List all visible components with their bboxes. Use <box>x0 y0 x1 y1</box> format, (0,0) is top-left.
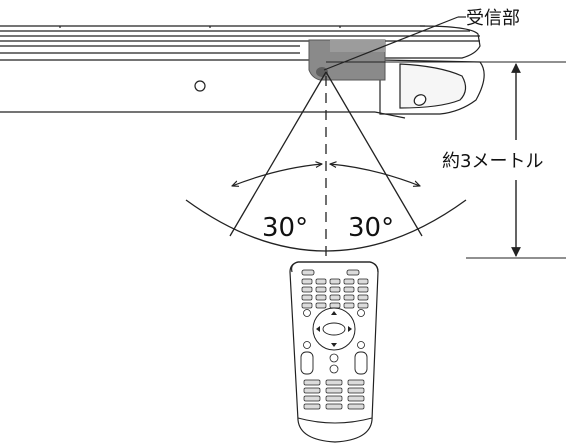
angle-right-label: 30° <box>348 213 394 243</box>
angle-arrow-left <box>232 164 322 186</box>
tv-stand <box>374 59 485 119</box>
remote-dpad <box>303 307 365 351</box>
distance-label: 約3メートル <box>442 151 543 172</box>
remote-button-grid <box>301 278 369 309</box>
remote-control <box>289 261 379 443</box>
screw-hole <box>194 80 206 92</box>
angle-left-label: 30° <box>262 213 308 243</box>
reception-cone <box>185 71 467 262</box>
receiver-sensor <box>308 39 386 81</box>
angle-arrow-right <box>330 164 420 186</box>
receiver-leader-line <box>323 16 459 71</box>
distance-indicator <box>326 61 566 259</box>
receiver-label: 受信部 <box>466 8 520 29</box>
remote-number-pad <box>303 379 365 410</box>
